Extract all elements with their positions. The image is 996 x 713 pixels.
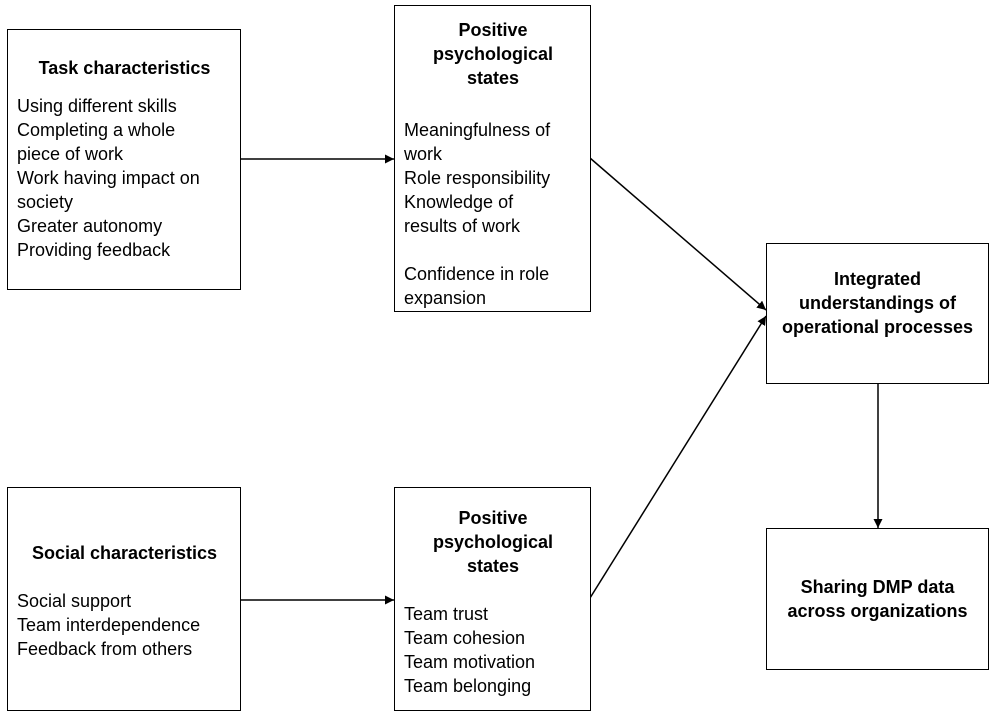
social-characteristics-box: Social characteristics Social support Te… — [7, 487, 241, 711]
psychological-states-top-list: Meaningfulness of work Role responsibili… — [404, 118, 582, 310]
list-item: Using different skills — [17, 96, 177, 116]
social-characteristics-title: Social characteristics — [31, 543, 218, 563]
task-characteristics-list: Using different skills Completing a whol… — [17, 94, 232, 262]
list-item: Team trust — [404, 604, 489, 624]
psychological-states-top-box: Positive psychological states Meaningful… — [394, 5, 591, 312]
list-item: Confidence in role expansion — [404, 264, 550, 308]
integrated-understandings-box: Integrated understandings of operational… — [766, 243, 989, 384]
psychological-states-bottom-box: Positive psychological states Team trust… — [394, 487, 591, 711]
list-item: Team motivation — [404, 652, 536, 672]
arrow-states-bottom-to-integrated — [589, 315, 767, 599]
list-item: Team interdependence — [17, 615, 201, 635]
list-item: Feedback from others — [17, 639, 193, 659]
list-item: Social support — [17, 591, 132, 611]
task-characteristics-title: Task characteristics — [38, 58, 211, 78]
psychological-states-bottom-title: Positive psychological states — [432, 508, 554, 576]
list-item: Meaningfulness of work — [404, 120, 551, 164]
psychological-states-top-title: Positive psychological states — [432, 20, 554, 88]
list-item: Team cohesion — [404, 628, 526, 648]
list-item: Team belonging — [404, 676, 532, 696]
arrow-states-top-to-integrated — [589, 157, 767, 311]
social-characteristics-list: Social support Team interdependence Feed… — [17, 589, 232, 661]
sharing-dmp-data-box: Sharing DMP data across organizations — [766, 528, 989, 670]
list-item: Greater autonomy — [17, 216, 163, 236]
list-item: Knowledge of results of work — [404, 192, 521, 236]
integrated-understandings-title: Integrated understandings of operational… — [781, 269, 974, 337]
list-item: Providing feedback — [17, 240, 171, 260]
sharing-dmp-data-title: Sharing DMP data across organizations — [787, 577, 968, 621]
psychological-states-bottom-list: Team trust Team cohesion Team motivation… — [404, 602, 582, 698]
list-item: Work having impact on society — [17, 168, 200, 212]
task-characteristics-box: Task characteristics Using different ski… — [7, 29, 241, 290]
list-item: Role responsibility — [404, 168, 551, 188]
list-item: Completing a whole piece of work — [17, 120, 176, 164]
